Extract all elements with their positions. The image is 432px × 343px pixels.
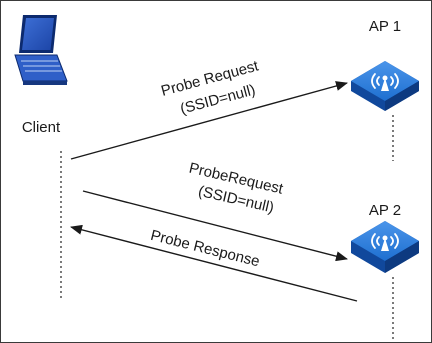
laptop-icon bbox=[14, 15, 68, 85]
probe-request-arrow-ap1 bbox=[70, 81, 348, 160]
client-label: Client bbox=[22, 119, 61, 136]
message3-line1: Probe Response bbox=[149, 227, 262, 271]
probe-response-arrow bbox=[70, 224, 358, 302]
ap1-label: AP 1 bbox=[369, 18, 401, 35]
probe-request-arrow-ap2 bbox=[82, 190, 348, 262]
ap2-label: AP 2 bbox=[369, 202, 401, 219]
access-point-1-icon bbox=[351, 61, 419, 111]
access-point-2-icon bbox=[351, 221, 419, 273]
